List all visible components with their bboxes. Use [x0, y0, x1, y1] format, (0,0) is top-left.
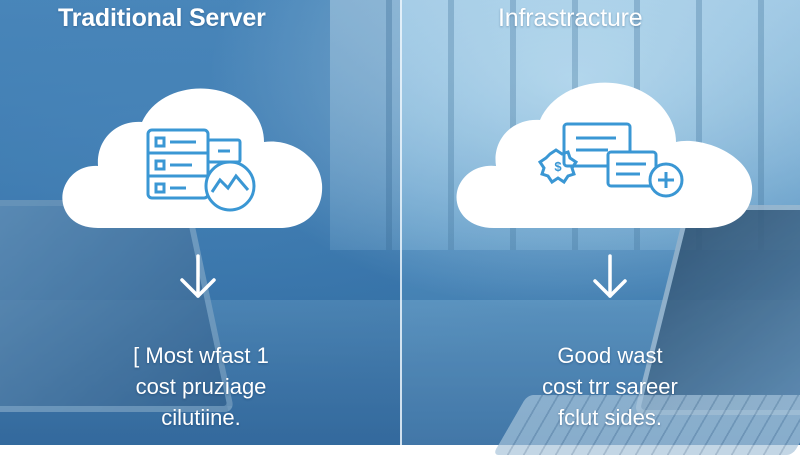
left-caption-line-1: [ Most wfast 1	[133, 343, 269, 368]
right-caption: Good wast cost trr sareer fclut sides.	[510, 340, 710, 433]
left-caption: [ Most wfast 1 cost pruziage cilutiine.	[96, 340, 306, 433]
right-caption-line-1: Good wast	[557, 343, 663, 368]
arrow-down-icon	[593, 254, 627, 298]
panel-divider	[400, 0, 402, 445]
server-cloud-icon	[62, 88, 323, 228]
billing-cloud-icon: $	[456, 82, 753, 228]
svg-text:$: $	[554, 159, 562, 174]
left-caption-line-3: cilutiine.	[161, 405, 241, 430]
right-panel-title: Infrastracture	[498, 4, 643, 32]
arrow-down-icon	[180, 254, 216, 298]
left-panel-title: Traditional Server	[58, 4, 266, 32]
right-caption-line-2: cost trr sareer	[542, 374, 678, 399]
right-caption-line-3: fclut sides.	[558, 405, 662, 430]
left-caption-line-2: cost pruziage	[135, 374, 267, 399]
